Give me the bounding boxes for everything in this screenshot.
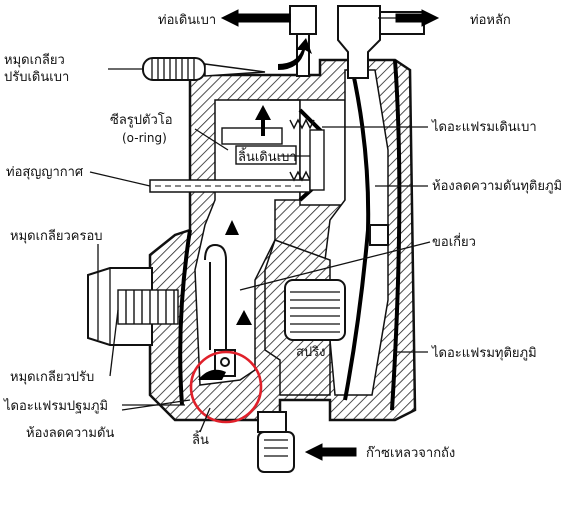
label-vacuum-tube: ท่อสุญญากาศ [6, 165, 84, 180]
inlet-fitting [257, 411, 295, 473]
label-idle-diaphragm: ไดอะแฟรมเดินเบา [431, 119, 537, 135]
label-secondary-diaphragm: ไดอะแฟรมทุติยภูมิ [431, 345, 537, 361]
adjust-screw-spring [117, 289, 179, 325]
label-oring-seal: ซีลรูปตัวโอ [110, 112, 173, 128]
label-idle-adjust-screw: หมุดเกลียวปรับเดินเบา [4, 52, 69, 85]
label-primary-diaphragm: ไดอะแฟรมปฐมภูมิ [3, 398, 108, 414]
label-valve: ลิ้น [192, 430, 209, 448]
label-main-tube: ท่อหลัก [470, 13, 511, 28]
idle-diaphragm-assembly [221, 118, 325, 191]
side-knob [369, 224, 389, 246]
label-spring: สปริง [296, 345, 326, 360]
secondary-spring [284, 279, 346, 341]
label-idle-tube: ท่อเดินเบา [158, 13, 216, 28]
hook-lever [204, 243, 236, 377]
label-secondary-chamber: ห้องลดความดันทุติยภูมิ [432, 179, 562, 194]
label-lpg-from-tank: ก๊าซเหลวจากถัง [366, 446, 455, 461]
label-idle-valve: ลิ้นเดินเบา [238, 147, 297, 165]
label-cover-screw: หมุดเกลียวครอบ [10, 228, 103, 244]
label-adjust-screw: หมุดเกลียวปรับ [10, 369, 94, 385]
vacuum-tube [149, 179, 311, 193]
flow-arrows [198, 38, 312, 380]
valve-highlight-circle [189, 350, 263, 424]
label-oring-paren: (o-ring) [122, 131, 167, 145]
label-hook: ขอเกี่ยว [432, 233, 476, 250]
leader-lines [89, 17, 431, 433]
label-primary-chamber: ห้องลดความดัน [26, 426, 114, 441]
external-arrows [220, 9, 440, 461]
regulator-body [148, 58, 417, 422]
